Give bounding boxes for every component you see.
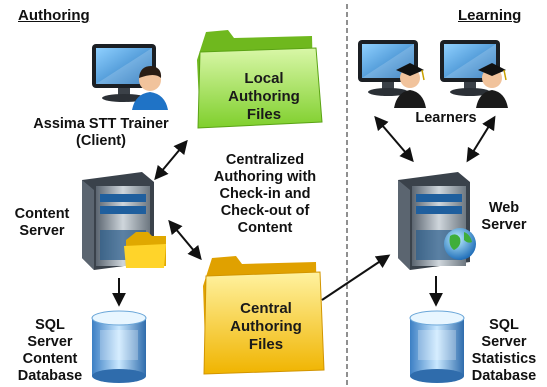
centralized-note: Centralized Authoring with Check-in and … [200,152,330,237]
content-server-label-line: Content [14,206,70,222]
arrow-central-webserver [321,254,391,301]
web-server-label-line: Server [481,217,527,233]
arrow-server-central [168,219,202,261]
content-server-label: Content Server [4,206,80,240]
database-icon [409,310,465,383]
centralized-note-line: Authoring with [213,169,317,185]
local-authoring-files [197,30,323,129]
sql-content-label-line: Database [17,368,83,384]
connectors [112,115,496,307]
local-files-label-line: Authoring [228,88,300,105]
sql-content-database [91,310,147,383]
local-files-label-line: Local [244,70,284,87]
trainer-workstation [92,44,168,110]
centralized-note-line: Check-in and [219,186,311,202]
central-files-label-line: Authoring [230,318,302,335]
central-files-label-line: Files [248,336,284,353]
web-server-label-line: Web [488,200,520,216]
centralized-note-line: Centralized [225,152,305,168]
trainer-label-line: (Client) [76,133,126,149]
trainer-label-line: Assima STT Trainer [33,116,169,132]
arrow-learner2-webserver [466,115,496,163]
centralized-note-line: Content [237,220,293,236]
sql-stats-label-line: SQL [489,317,519,333]
content-server-label-line: Server [19,223,65,239]
learners-label: Learners [415,110,477,126]
trainer-label: Assima STT Trainer (Client) [26,116,176,150]
arrow-learner1-webserver [374,115,414,163]
database-icon [91,310,147,383]
learner-workstation-2 [440,40,508,108]
graduate-icon [394,63,426,108]
folder-icon [197,30,323,129]
user-icon [132,66,168,110]
sql-stats-label-line: Database [471,368,537,384]
content-server [82,172,166,270]
section-header-authoring: Authoring [18,7,90,24]
centralized-note-line: Check-out of [220,203,310,219]
graduate-icon [476,63,508,108]
sql-statistics-database [409,310,465,383]
local-files-label-line: Files [246,106,282,123]
sql-stats-label: SQL Server Statistics Database [464,317,544,385]
sql-content-label-line: Content [22,351,78,367]
central-files-label-line: Central [240,300,292,317]
learner-workstation-1 [358,40,426,108]
sql-stats-label-line: Statistics [471,351,537,367]
central-files-label: Central Authoring Files [216,300,316,354]
sql-stats-label-line: Server [481,334,527,350]
folder-icon [203,256,325,375]
web-server [398,172,476,270]
local-files-label: Local Authoring Files [216,70,312,124]
globe-icon [444,228,476,260]
web-server-label: Web Server [474,200,534,234]
folder-icon [124,232,166,268]
sql-content-label: SQL Server Content Database [14,317,86,385]
section-header-learning: Learning [458,7,522,24]
arrow-trainer-server [154,139,188,181]
central-authoring-files [203,256,325,375]
sql-content-label-line: SQL [35,317,65,333]
sql-content-label-line: Server [27,334,73,350]
